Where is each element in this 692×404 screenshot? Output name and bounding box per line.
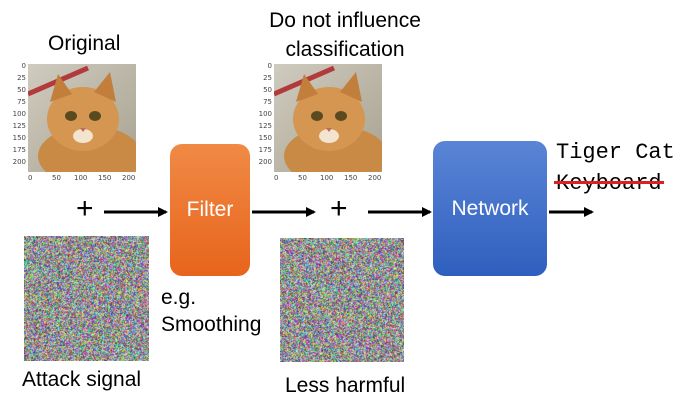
attack-signal-label: Attack signal (22, 368, 142, 391)
output-keyboard-struck: Keyboard (554, 171, 664, 196)
strike-line (554, 181, 664, 184)
smoothing-text: Smoothing (161, 313, 262, 336)
do-not-influence-label: Do not influence classification (255, 6, 435, 64)
x-tick: 150 (344, 174, 358, 182)
x-tick: 100 (74, 174, 88, 182)
smoothing-note: e.g. Smoothing (161, 284, 261, 338)
original-label: Original (48, 32, 121, 55)
output-tiger-cat: Tiger Cat (556, 140, 675, 165)
cat-image (274, 64, 382, 172)
y-tick: 0 (21, 62, 26, 70)
x-tick: 50 (298, 174, 307, 182)
y-tick: 175 (12, 146, 26, 154)
eg-text: e.g. (161, 286, 197, 309)
y-tick: 50 (263, 86, 272, 94)
less-harmful-noise-image (280, 238, 404, 362)
network-box: Network (433, 141, 547, 276)
y-tick: 150 (258, 134, 272, 142)
y-tick: 200 (258, 158, 272, 166)
filtered-x-ticks: 0 50 100 150 200 (274, 174, 382, 184)
y-tick: 125 (258, 122, 272, 130)
filter-box: Filter (170, 144, 250, 276)
plus-sign-left: + (76, 192, 94, 225)
y-tick: 25 (263, 74, 272, 82)
y-tick: 25 (17, 74, 26, 82)
original-cat-plot: 0 25 50 75 100 125 150 175 200 0 50 100 … (12, 62, 146, 187)
y-tick: 150 (12, 134, 26, 142)
x-tick: 200 (122, 174, 136, 182)
attack-noise-image (24, 236, 149, 361)
x-tick: 50 (52, 174, 61, 182)
y-tick: 75 (263, 98, 272, 106)
y-tick: 125 (12, 122, 26, 130)
x-tick: 0 (274, 174, 279, 182)
x-tick: 0 (28, 174, 33, 182)
x-tick: 100 (320, 174, 334, 182)
do-not-influence-line1: Do not influence (269, 9, 421, 32)
x-tick: 200 (368, 174, 382, 182)
x-tick: 150 (98, 174, 112, 182)
y-tick: 175 (258, 146, 272, 154)
filtered-cat-plot: 0 25 50 75 100 125 150 175 200 0 50 100 … (258, 62, 412, 187)
y-tick: 100 (12, 110, 26, 118)
cat-image (28, 64, 136, 172)
plus-sign-right: + (330, 192, 348, 225)
do-not-influence-line2: classification (285, 38, 405, 61)
y-tick: 200 (12, 158, 26, 166)
y-tick: 50 (17, 86, 26, 94)
less-harmful-label: Less harmful (285, 374, 406, 397)
y-tick: 0 (267, 62, 272, 70)
original-x-ticks: 0 50 100 150 200 (28, 174, 136, 184)
y-tick: 100 (258, 110, 272, 118)
y-tick: 75 (17, 98, 26, 106)
